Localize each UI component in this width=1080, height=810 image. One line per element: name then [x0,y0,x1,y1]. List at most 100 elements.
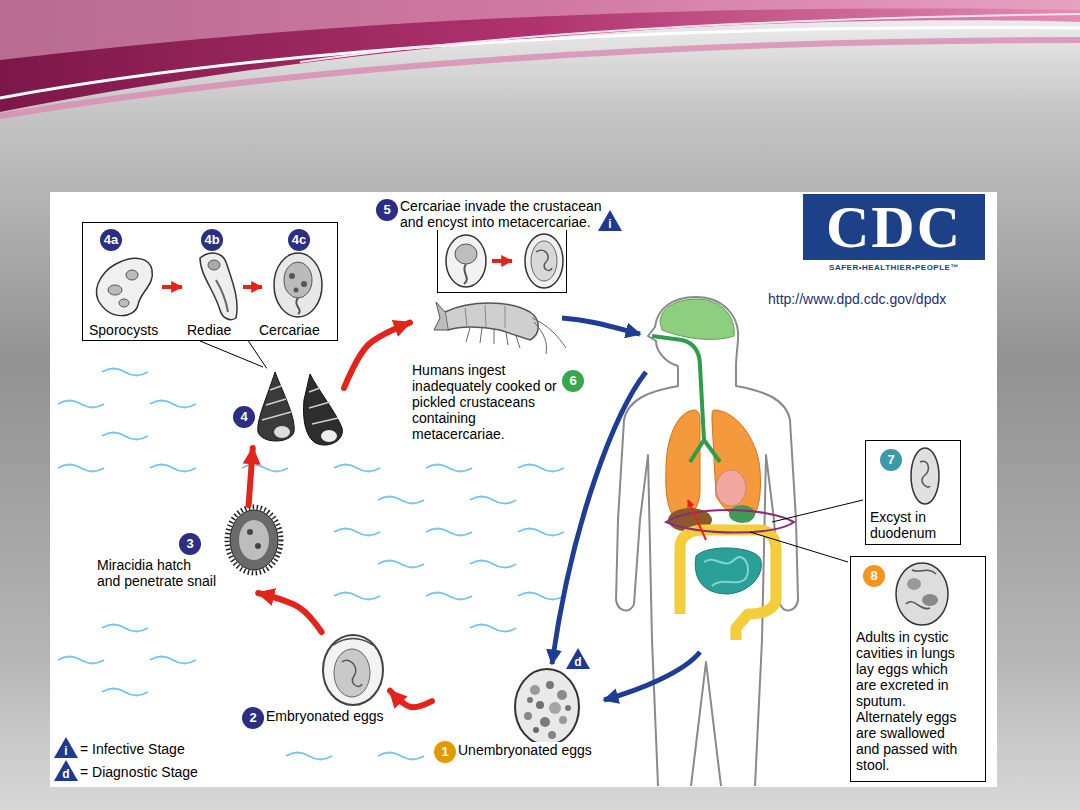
water-wave [378,753,424,760]
heart [716,470,746,506]
embryonated-egg [333,639,373,646]
stage-label: Sporocysts [89,322,158,338]
legend-text: = Infective Stage [80,741,185,757]
stage-label: Miracidia hatch and penetrate snail [97,557,217,589]
miracidium-stage: 3Miracidia hatch and penetrate snail [95,505,287,593]
snail [309,388,338,424]
cercaria-to-metacercaria [446,235,486,287]
small-intestine [695,548,761,594]
water-wave [286,753,332,760]
callout-number: 1 [434,741,456,763]
legend-symbol: d [54,760,78,781]
leader-line [248,341,266,368]
stage-label: Cercariae [259,322,320,338]
water-wave [470,625,516,632]
miracidium [247,529,253,535]
callout-number: 6 [562,370,584,392]
callout-number: 4a [100,229,122,251]
brain [660,299,734,339]
human-body [616,297,798,786]
water-wave [58,465,104,472]
cercaria-to-metacercaria [446,234,563,288]
image-frame [437,228,567,293]
unembryonated-egg [548,731,556,739]
excystation-box: 7Excyst in duodenum [865,440,961,545]
water-wave [426,529,472,536]
crustacean [465,305,505,328]
embryonated-egg [342,660,362,686]
adult-fluke-box: 8Adults in cystic cavities in lungs lay … [850,556,986,782]
water-wave [58,401,104,408]
unembryonated-egg [527,697,533,703]
larval-stage-drawing [126,270,138,280]
larval-stage-drawing [97,258,153,315]
migration-arrow [688,500,706,540]
water-wave [58,657,104,664]
figure-panel [50,192,997,787]
callout-number: 3 [179,533,201,555]
larval-stage-drawing [208,260,220,270]
snail [262,386,291,420]
adult-fluke [922,594,938,606]
cercaria-to-metacercaria [492,259,512,263]
source-url: http://www.dpd.cdc.gov/dpdx [768,291,946,307]
lung [712,410,761,522]
water-wave [378,561,424,568]
callout-number: 2 [242,707,264,729]
human-body [691,662,721,786]
stage-label: Cercariae invade the crustacean and ency… [400,198,615,230]
colon [680,530,776,640]
snail [258,372,343,445]
water-wave [102,433,148,440]
legend-text: = Diagnostic Stage [80,764,198,780]
water-wave [518,529,564,536]
water-wave [150,657,196,664]
cercaria-to-metacercaria [525,234,563,288]
small-intestine [704,557,748,586]
embryonated-egg [334,649,370,697]
host-arrow [562,318,640,334]
stage-label: Unembryonated eggs [458,742,592,758]
larval-stage-drawing [200,341,263,367]
miracidium [227,507,281,573]
water-wave [334,593,380,600]
cycle-arrow [344,323,410,388]
crustacean [434,302,448,330]
callout-number: 4c [288,229,310,251]
larval-stage-drawing [200,253,237,320]
unembryonated-egg [549,702,561,714]
adult-fluke [896,563,948,625]
human-body [616,366,678,786]
larval-stage-drawing [296,298,299,314]
host-arrow [552,318,700,700]
cercaria-to-metacercaria [531,241,557,281]
airway [652,336,720,462]
crustacean-stage: 6Humans ingest inadequately cooked or pi… [410,296,586,444]
larval-stage-drawing [289,273,295,279]
miracidium [255,543,261,549]
larval-stages-box: 4a4b4cSporocystsRediaeCercariae [82,222,338,341]
miracidium [239,520,269,560]
cercaria-to-metacercaria [536,250,552,270]
water-wave [378,497,424,504]
adult-fluke [896,563,948,625]
cycle-arrow [249,448,253,505]
miracidium [227,507,281,573]
crustacean [445,303,538,340]
crustacean [532,318,566,354]
callout-number: 8 [863,565,885,587]
stage-panel: 5Cercariae invade the crustacean and enc… [376,198,694,295]
title-banner [300,14,1080,62]
embryonated-egg-stage: 2Embryonated eggs [238,632,390,730]
lung [666,410,700,522]
unembryonated-egg [533,727,539,733]
water-wave [334,465,380,472]
water-wave [150,465,196,472]
excysting-metacercaria [920,461,930,487]
unembryonated-egg [565,705,571,711]
title-banner [0,0,1080,116]
stage-label: Humans ingest inadequately cooked or pic… [412,362,558,442]
